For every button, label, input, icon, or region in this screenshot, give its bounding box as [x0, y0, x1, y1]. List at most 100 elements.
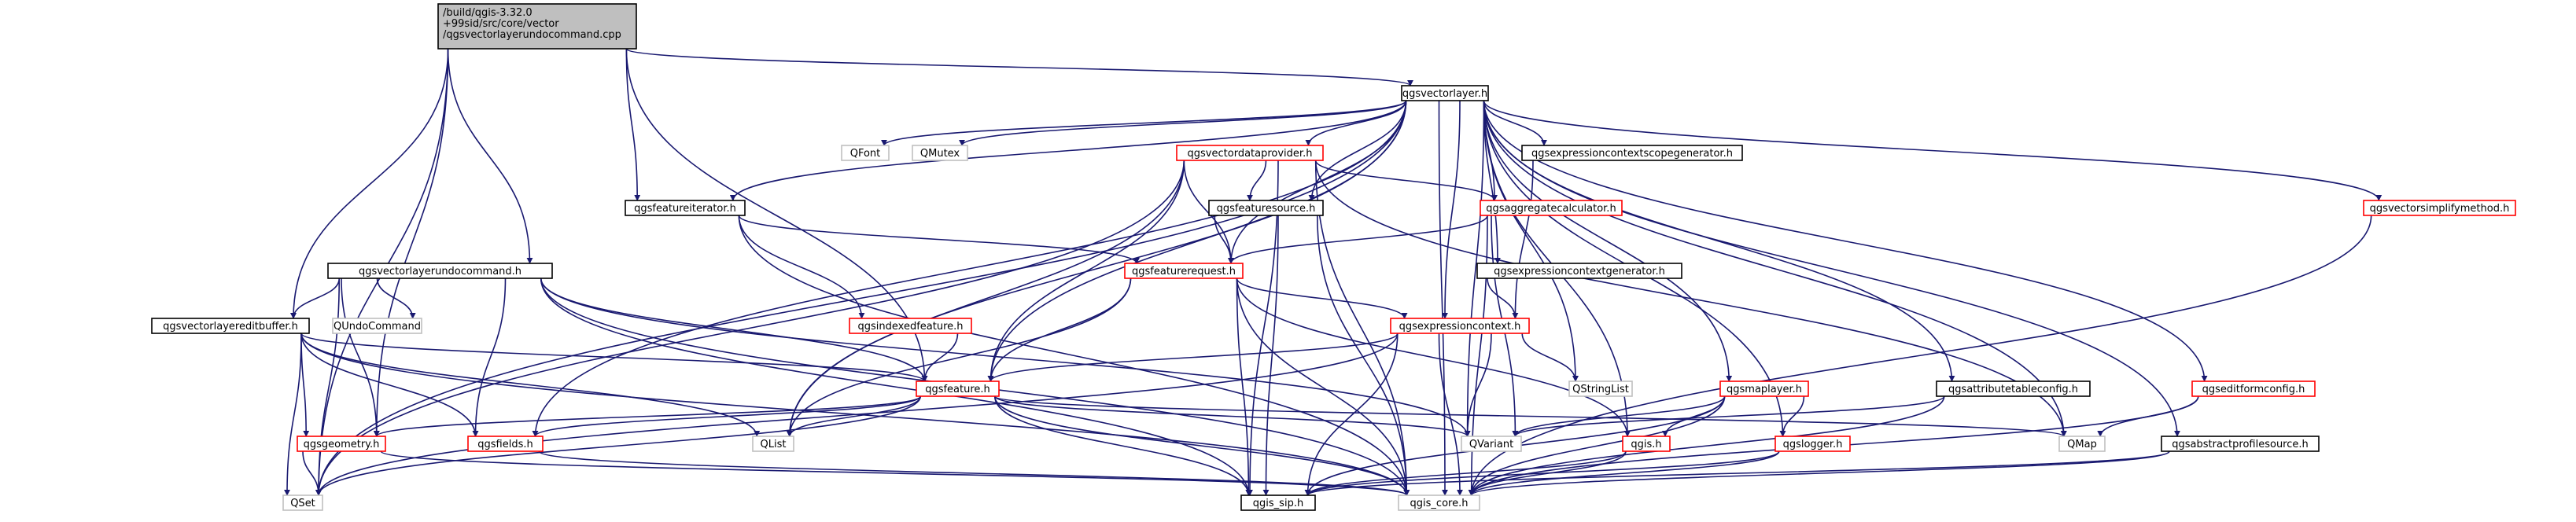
edge-path	[1183, 160, 1234, 264]
node-box	[2058, 436, 2106, 452]
edge-path	[1483, 100, 2383, 201]
graph-node-qgsfeaturesource[interactable]: qgsfeaturesource.h	[1208, 200, 1324, 216]
node-box	[1240, 494, 1316, 511]
graph-node-root[interactable]: /build/qgis-3.32.0+99sid/src/core/vector…	[437, 3, 637, 50]
node-box	[1176, 145, 1324, 161]
include-edge-root-to-qgsvectorlayer	[625, 48, 1413, 86]
edge-path	[1468, 395, 1726, 496]
edge-path	[1314, 160, 1410, 496]
include-edge-qgsvectorlayereditbuffer-to-qgsfields	[300, 333, 479, 437]
graph-node-qgsabstractprofilesource[interactable]: qgsabstractprofilesource.h	[2161, 436, 2320, 452]
node-label: qgsfields.h	[477, 439, 533, 450]
node-label: qgsvectorlayer.h	[1402, 88, 1487, 100]
edge-path	[1487, 278, 1519, 319]
node-box	[1622, 436, 1671, 452]
node-label: qgsfeaturerequest.h	[1132, 266, 1236, 278]
node-box	[151, 318, 310, 334]
node-box	[2161, 436, 2320, 452]
node-label: QStringList	[1572, 384, 1629, 395]
node-label: qgseditformconfig.h	[2202, 384, 2305, 395]
graph-node-qgsaggregatecalculator[interactable]: qgsaggregatecalculator.h	[1480, 200, 1623, 216]
edge-path	[1483, 100, 2180, 437]
node-label: qgis.h	[1631, 439, 1661, 450]
graph-node-qgsfeature[interactable]: qgsfeature.h	[916, 380, 1000, 397]
include-edge-qgsfeature-to-qgis-core	[993, 395, 1410, 496]
edge-path	[625, 48, 1413, 86]
graph-node-qgsindexedfeature[interactable]: qgsindexedfeature.h	[849, 318, 972, 334]
edge-path	[1247, 160, 1267, 201]
include-edge-qgsfeatureiterator-to-qgsfeaturerequest	[738, 215, 1140, 264]
include-edge-qgsexpressioncontext-to-qstringlist	[1521, 333, 1579, 382]
edge-path	[1512, 395, 1945, 437]
edge-path	[290, 278, 341, 319]
node-label: qgsvectorlayerundocommand.h	[359, 266, 521, 278]
graph-node-qgsgeometry[interactable]: qgsgeometry.h	[297, 436, 386, 452]
graph-node-qgsexpressioncontext[interactable]: qgsexpressioncontext.h	[1390, 318, 1530, 334]
graph-node-qgsfeatureiterator[interactable]: qgsfeatureiterator.h	[625, 200, 746, 216]
edge-path	[1483, 100, 1955, 382]
include-edge-qgsvectorlayer-to-qmutex	[959, 100, 1407, 146]
node-box	[1461, 436, 1522, 452]
edge-path	[300, 333, 310, 437]
node-box	[282, 494, 323, 511]
edge-path	[921, 333, 959, 382]
edge-path	[315, 278, 341, 496]
include-edge-qgsvectorlayer-to-qgsmaplayer	[1483, 100, 1733, 382]
include-edge-root-to-qgsvectorlayerundocommand	[447, 48, 533, 264]
node-box	[1568, 380, 1633, 397]
graph-node-qgsmaplayer[interactable]: qgsmaplayer.h	[1719, 380, 1809, 397]
edge-path	[341, 278, 380, 437]
include-edge-qgsfeature-to-qset	[315, 395, 922, 496]
edge-path	[1236, 278, 1252, 496]
graph-node-qgsvectorlayereditbuffer[interactable]: qgsvectorlayereditbuffer.h	[151, 318, 310, 334]
graph-node-qgsexprctxscopegen[interactable]: qgsexpressioncontextscopegenerator.h	[1521, 145, 1743, 161]
graph-node-qgis[interactable]: qgis.h	[1622, 436, 1671, 452]
include-edge-qgsfeaturerequest-to-qgsexpressioncontext	[1236, 278, 1408, 319]
include-edge-qgsfeaturerequest-to-qgis	[1236, 278, 1631, 437]
edge-path	[786, 278, 1132, 437]
edge-path	[881, 100, 1407, 146]
include-edge-qgsvectorlayer-to-qgsfields	[532, 100, 1407, 437]
edge-path	[1247, 160, 1279, 496]
node-box	[1480, 200, 1623, 216]
include-edge-qgsvectordataprovider-to-qset	[315, 160, 1185, 496]
include-edge-qgsfeaturerequest-to-qgis-sip	[1236, 278, 1252, 496]
node-box	[1401, 85, 1489, 101]
include-edge-qgsvectorlayer-to-qgsvectorsimplifymethod	[1483, 100, 2383, 201]
include-edge-qgsfields-to-qgis-core	[538, 450, 1410, 496]
node-box	[912, 145, 968, 161]
graph-node-qgsvectorlayerundocommand[interactable]: qgsvectorlayerundocommand.h	[327, 263, 553, 279]
include-edge-qgsfeatureiterator-to-qgis-core	[738, 215, 1410, 496]
node-box	[1521, 145, 1743, 161]
edge-path	[1304, 450, 2170, 496]
graph-node-qgis-sip[interactable]: qgis_sip.h	[1240, 494, 1316, 511]
graph-node-qgsvectorsimplifymethod[interactable]: qgsvectorsimplifymethod.h	[2363, 200, 2516, 216]
graph-node-qgsvectordataprovider[interactable]: qgsvectordataprovider.h	[1176, 145, 1324, 161]
graph-node-qgseditformconfig[interactable]: qgseditformconfig.h	[2191, 380, 2316, 397]
include-edge-qgsvectorlayerundocommand-to-qgsvectorlayereditbuffer	[290, 278, 341, 319]
include-edge-qgsvectorsimplifymethod-to-qgis-core	[1468, 215, 2372, 496]
edge-path	[1468, 450, 2170, 496]
graph-node-qgsexprctxgen[interactable]: qgsexpressioncontextgenerator.h	[1476, 263, 1682, 279]
node-label: qgsfeaturesource.h	[1217, 203, 1316, 215]
node-label: qgsattributetableconfig.h	[1948, 384, 2078, 395]
include-edge-qgsindexedfeature-to-qgsfeature	[921, 333, 959, 382]
graph-node-qgslogger[interactable]: qgslogger.h	[1774, 436, 1851, 452]
edge-path	[1304, 450, 1627, 496]
graph-node-qgsvectorlayer[interactable]: qgsvectorlayer.h	[1401, 85, 1489, 101]
node-box	[332, 318, 422, 334]
node-box	[2191, 380, 2316, 397]
graph-node-qgsattributetableconfig[interactable]: qgsattributetableconfig.h	[1936, 380, 2091, 397]
edge-path	[1442, 100, 1461, 319]
graph-node-qgsfeaturerequest[interactable]: qgsfeaturerequest.h	[1124, 263, 1244, 279]
node-label: qgis_sip.h	[1253, 498, 1303, 509]
edge-path	[993, 395, 1471, 437]
graph-node-qgsfields[interactable]: qgsfields.h	[467, 436, 544, 452]
edge-path	[380, 450, 1410, 496]
include-edge-qgsvectorlayereditbuffer-to-qset	[284, 333, 302, 496]
include-edge-qgsaggregatecalculator-to-qgsfeaturerequest	[1228, 215, 1488, 264]
node-box	[1390, 318, 1530, 334]
edge-path	[315, 160, 1185, 496]
edge-path	[1468, 215, 1488, 496]
node-label: /build/qgis-3.32.0	[443, 7, 533, 19]
